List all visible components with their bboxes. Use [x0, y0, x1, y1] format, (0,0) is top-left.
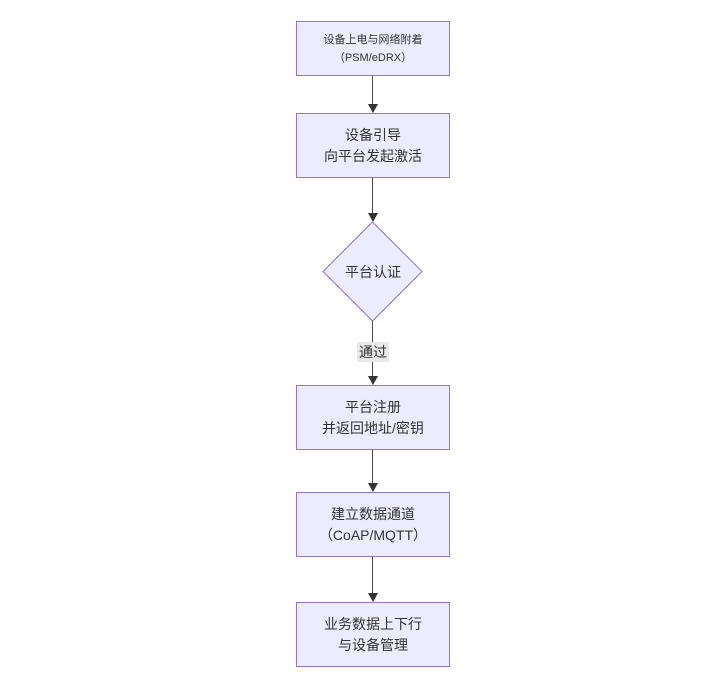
edge-auth-to-register-arrowhead-icon: [368, 376, 378, 385]
node-power-attach-line1: 设备上电与网络附着: [323, 33, 423, 46]
edge-register-to-channel-line: [372, 450, 373, 483]
node-business-line2: 与设备管理: [338, 636, 408, 653]
edge-power-to-bootstrap-line: [372, 76, 373, 104]
edge-auth-to-register-label: 通过: [357, 342, 389, 362]
edge-bootstrap-to-auth-line: [372, 178, 373, 213]
edge-channel-to-business-line: [372, 557, 373, 593]
node-auth-label: 平台认证: [345, 264, 401, 280]
node-register-line2: 并返回地址/密钥: [322, 419, 424, 436]
edge-register-to-channel-arrowhead-icon: [368, 483, 378, 492]
node-channel-line1: 建立数据通道: [331, 505, 415, 522]
node-register-line1: 平台注册: [345, 398, 401, 415]
edge-channel-to-business-arrowhead-icon: [368, 593, 378, 602]
node-bootstrap-line2: 向平台发起激活: [324, 147, 422, 164]
node-bootstrap: 设备引导 向平台发起激活: [296, 113, 450, 178]
node-channel: 建立数据通道 （CoAP/MQTT）: [296, 492, 450, 557]
node-register: 平台注册 并返回地址/密钥: [296, 385, 450, 450]
edge-power-to-bootstrap-arrowhead-icon: [368, 104, 378, 113]
node-business: 业务数据上下行 与设备管理: [296, 602, 450, 667]
node-channel-line2: （CoAP/MQTT）: [318, 526, 428, 543]
node-power-attach-line2: （PSM/eDRX）: [333, 51, 413, 64]
node-business-line1: 业务数据上下行: [324, 615, 422, 632]
node-power-attach: 设备上电与网络附着 （PSM/eDRX）: [296, 21, 450, 76]
node-bootstrap-line1: 设备引导: [345, 126, 401, 143]
edge-bootstrap-to-auth-arrowhead-icon: [368, 213, 378, 222]
